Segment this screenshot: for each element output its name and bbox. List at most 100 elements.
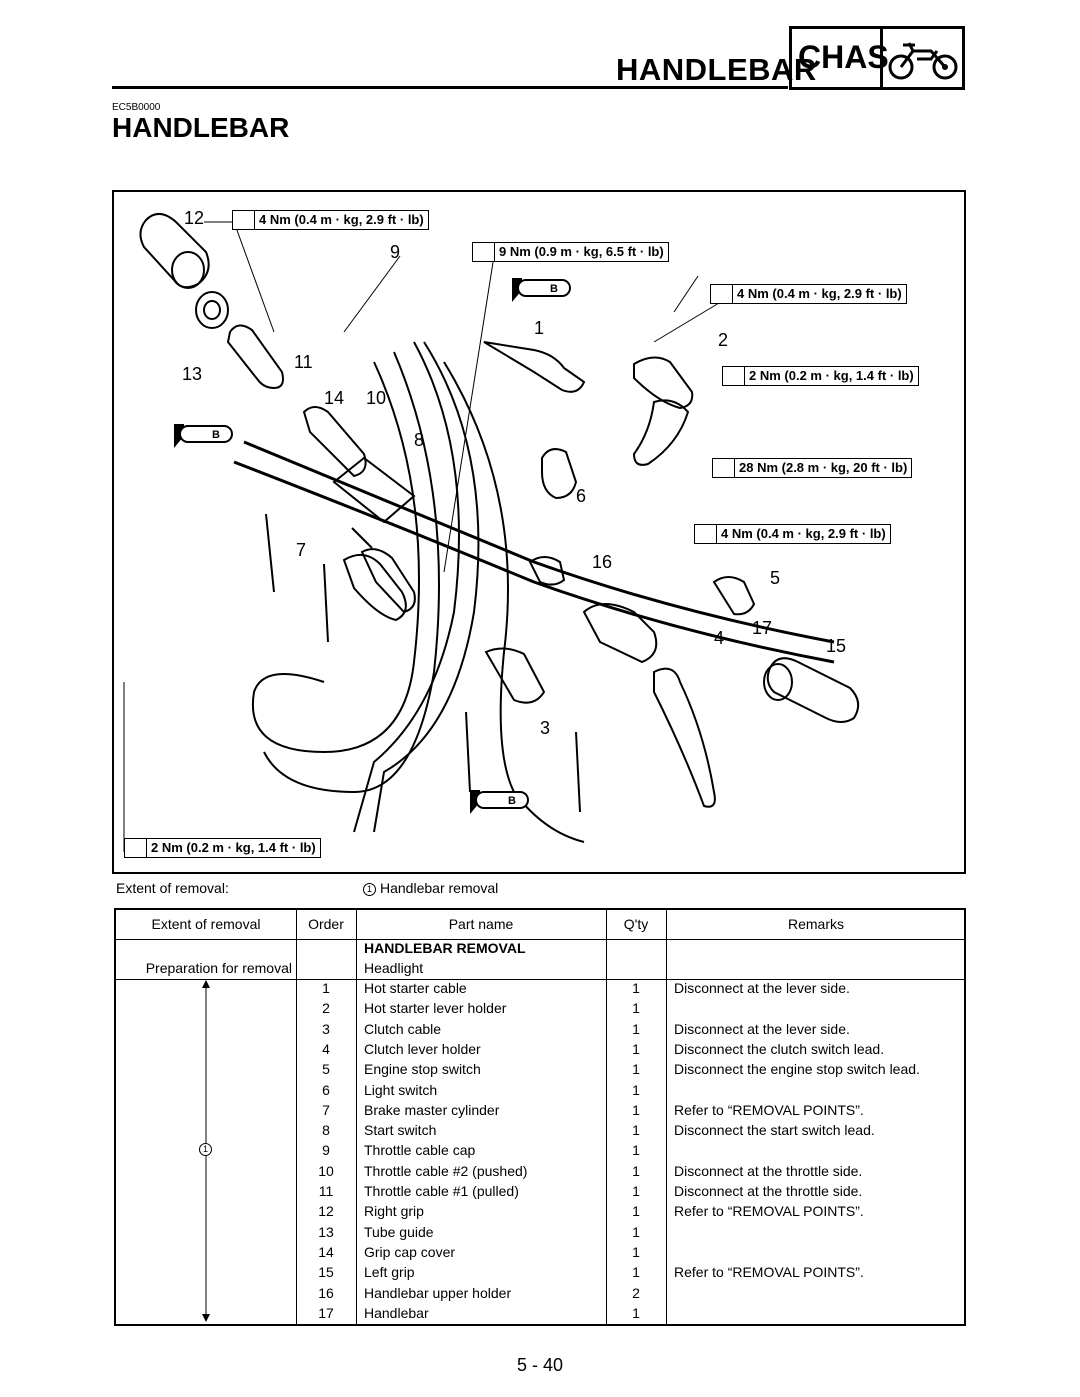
col-part-name: Part name — [448, 916, 514, 932]
table-header-divider — [116, 939, 964, 940]
row-remarks: Disconnect the engine stop switch lead. — [674, 1061, 920, 1078]
row-part-name: Clutch cable — [364, 1020, 442, 1037]
row-order: 15 — [318, 1264, 334, 1281]
section-title: HANDLEBAR — [112, 112, 290, 143]
extent-marker: 1 — [363, 883, 376, 896]
row-part-name: Throttle cable #1 (pulled) — [364, 1183, 519, 1199]
callout-6: 6 — [576, 486, 587, 506]
torque-spec: 4 Nm (0.4 m · kg, 2.9 ft · lb) — [710, 284, 907, 304]
torque-wrench-icon — [695, 525, 717, 543]
row-part-name: Right grip — [364, 1203, 424, 1220]
callout-9: 9 — [390, 242, 401, 262]
row-qty: 2 — [632, 1284, 640, 1301]
row-qty: 1 — [632, 1223, 640, 1240]
page-number: 5 - 40 — [516, 1355, 564, 1375]
col-order: Order — [308, 916, 344, 932]
torque-wrench-icon — [233, 211, 255, 229]
chas-badge: CHAS — [789, 26, 965, 90]
callout-10: 10 — [366, 388, 387, 408]
row-part-name: Throttle cable #2 (pushed) — [364, 1162, 528, 1179]
callout-2: 2 — [718, 330, 729, 350]
removal-table: Extent of removal Order Part name Q'ty R… — [114, 908, 966, 1326]
callout-11: 11 — [294, 352, 313, 372]
row-part-name: Handlebar — [364, 1304, 429, 1321]
row-order: 9 — [322, 1142, 330, 1159]
row-part-name: Hot starter lever holder — [364, 1000, 507, 1017]
header-rule — [112, 86, 788, 89]
row-qty: 1 — [632, 1142, 640, 1159]
row-order: 2 — [322, 1000, 330, 1017]
callout-13: 13 — [182, 364, 203, 384]
row-order: 1 — [322, 980, 330, 996]
row-order: 3 — [322, 1020, 330, 1037]
col-qty: Q'ty — [623, 916, 649, 932]
row-part-name: Engine stop switch — [364, 1061, 481, 1078]
torque-wrench-icon — [473, 243, 495, 261]
row-part-name: Light switch — [364, 1081, 438, 1098]
col-remarks: Remarks — [787, 916, 844, 932]
callout-1: 1 — [534, 318, 545, 338]
handlebar-exploded-drawing: B B B — [123, 213, 860, 852]
row-qty: 1 — [632, 1101, 640, 1118]
prep-part: Headlight — [364, 960, 424, 976]
row-qty: 1 — [632, 980, 640, 996]
torque-spec: 2 Nm (0.2 m · kg, 1.4 ft · lb) — [124, 838, 321, 858]
callout-17: 17 — [752, 618, 773, 638]
row-order: 13 — [318, 1223, 334, 1240]
row-remarks: Refer to “REMOVAL POINTS”. — [674, 1203, 864, 1220]
row-part-name: Tube guide — [364, 1223, 434, 1240]
torque-wrench-icon — [723, 367, 745, 385]
row-order: 11 — [318, 1183, 334, 1199]
section-code: EC5B0000 — [112, 102, 161, 113]
row-remarks: Disconnect the start switch lead. — [674, 1122, 875, 1139]
extent-label: Extent of removal: — [116, 880, 229, 896]
row-qty: 1 — [632, 1162, 640, 1179]
chas-badge-divider — [880, 29, 883, 87]
col-extent: Extent of removal — [151, 916, 261, 932]
row-order: 8 — [322, 1122, 330, 1139]
grease-mark-b: B — [550, 283, 558, 295]
row-part-name: Start switch — [364, 1122, 437, 1139]
callout-7: 7 — [296, 540, 307, 560]
row-order: 6 — [322, 1081, 330, 1098]
row-remarks: Disconnect the clutch switch lead. — [674, 1040, 885, 1057]
grease-mark-b: B — [212, 429, 220, 441]
callout-14: 14 — [324, 388, 345, 408]
row-part-name: Hot starter cable — [364, 980, 467, 996]
row-qty: 1 — [632, 1203, 640, 1220]
row-qty: 1 — [632, 1264, 640, 1281]
torque-spec: 9 Nm (0.9 m · kg, 6.5 ft · lb) — [472, 242, 669, 262]
table-prep-divider — [116, 979, 964, 980]
row-qty: 1 — [632, 1243, 640, 1260]
row-order: 4 — [322, 1040, 330, 1057]
motorcycle-icon — [888, 42, 958, 80]
row-remarks: Disconnect at the throttle side. — [674, 1162, 863, 1179]
prep-label: Preparation for removal — [145, 960, 292, 976]
table-col-divider — [606, 910, 607, 1324]
row-order: 16 — [318, 1284, 334, 1301]
extent-marker: 1 — [199, 1143, 212, 1156]
callout-3: 3 — [540, 718, 551, 738]
torque-wrench-icon — [125, 839, 147, 857]
torque-spec: 4 Nm (0.4 m · kg, 2.9 ft · lb) — [694, 524, 891, 544]
callout-16: 16 — [592, 552, 613, 572]
row-part-name: Handlebar upper holder — [364, 1284, 512, 1301]
torque-wrench-icon — [711, 285, 733, 303]
table-col-divider — [666, 910, 667, 1324]
row-part-name: Clutch lever holder — [364, 1040, 481, 1057]
row-remarks: Refer to “REMOVAL POINTS”. — [674, 1264, 864, 1281]
torque-spec: 4 Nm (0.4 m · kg, 2.9 ft · lb) — [232, 210, 429, 230]
header-title: HANDLEBAR — [616, 52, 817, 87]
chas-badge-label: CHAS — [798, 39, 889, 75]
row-order: 14 — [318, 1243, 334, 1260]
torque-spec: 2 Nm (0.2 m · kg, 1.4 ft · lb) — [722, 366, 919, 386]
row-qty: 1 — [632, 1040, 640, 1057]
row-qty: 1 — [632, 1020, 640, 1037]
row-order: 12 — [318, 1203, 334, 1220]
grease-mark-b: B — [508, 795, 516, 807]
row-remarks: Refer to “REMOVAL POINTS”. — [674, 1101, 864, 1118]
row-qty: 1 — [632, 1122, 640, 1139]
row-qty: 1 — [632, 1061, 640, 1078]
row-part-name: Grip cap cover — [364, 1243, 456, 1260]
